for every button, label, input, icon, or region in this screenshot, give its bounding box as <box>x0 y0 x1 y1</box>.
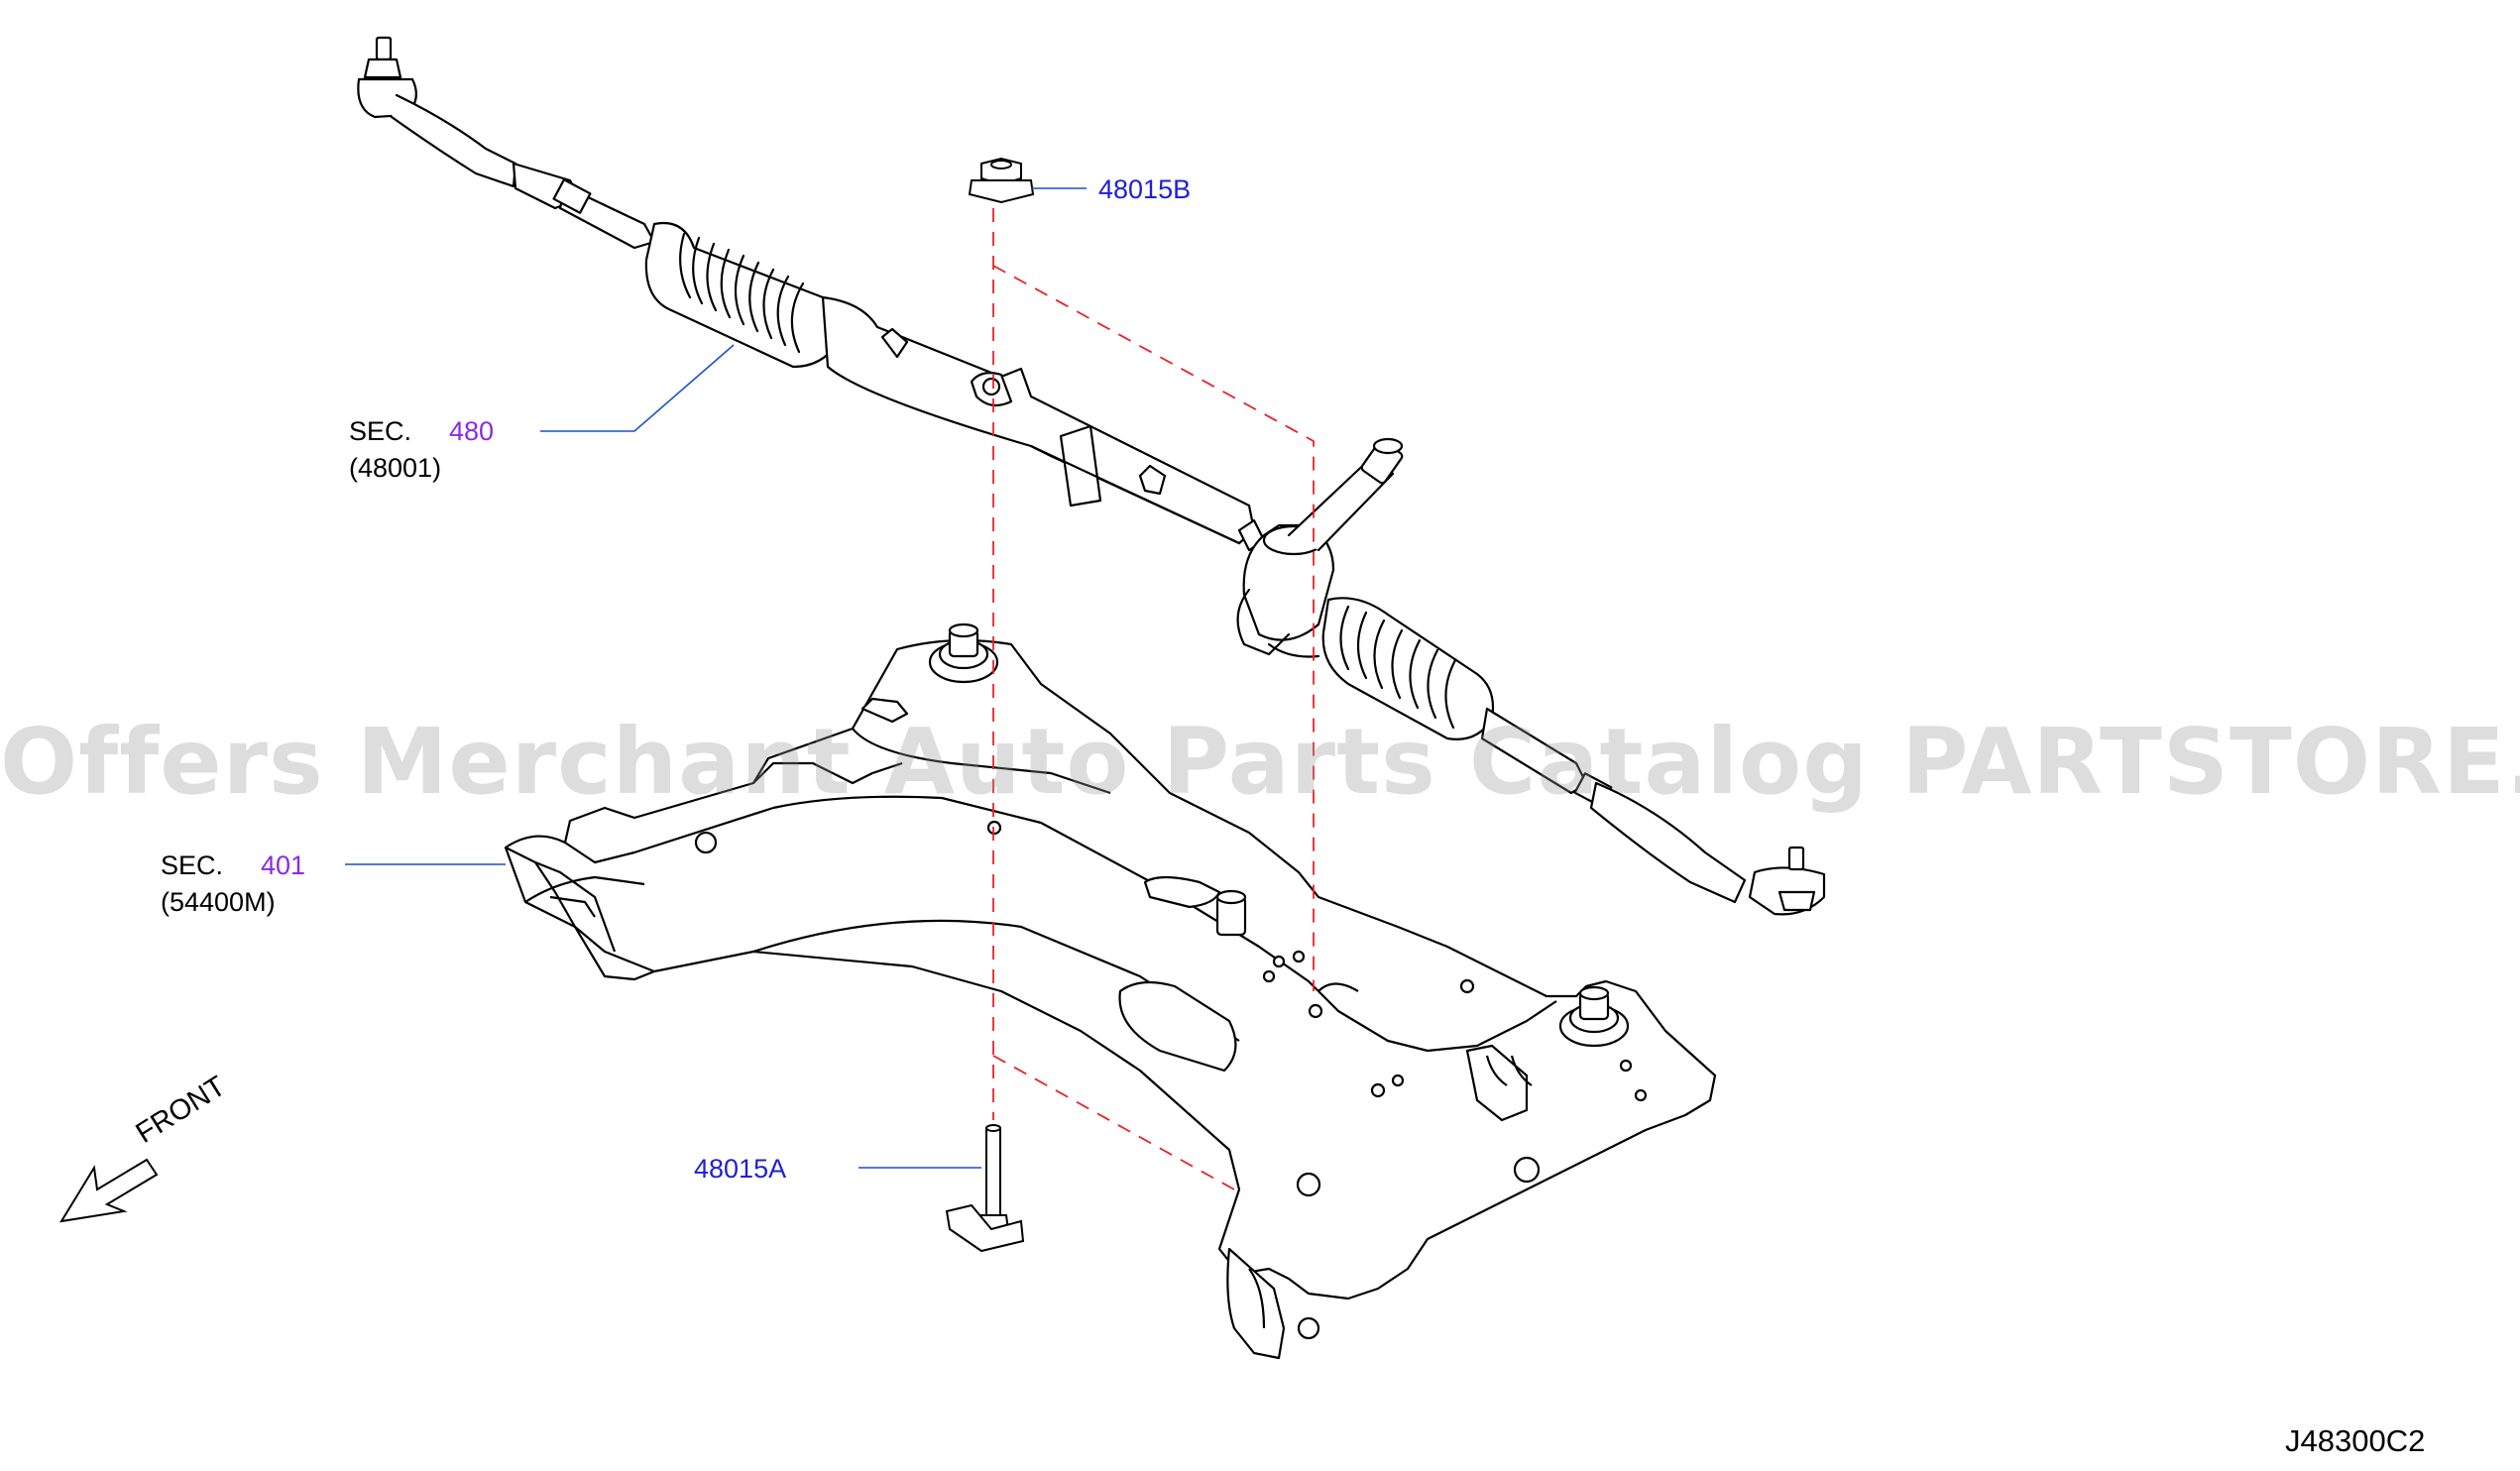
nut-48015b[interactable] <box>968 157 1035 204</box>
diagram-id: J48300C2 <box>2285 1423 2426 1458</box>
bolt-48015a[interactable] <box>945 1124 1025 1253</box>
part-number-48015a[interactable]: 48015A <box>694 1154 787 1184</box>
left-tie-rod-end[interactable] <box>357 36 517 188</box>
alignment-dashed-lines <box>992 208 1315 1190</box>
right-tie-rod[interactable] <box>1480 707 1588 795</box>
right-tie-rod-end[interactable] <box>1589 781 1826 916</box>
sec-480-link[interactable]: 480 <box>449 416 495 446</box>
part-number-48015b[interactable]: 48015B <box>1098 174 1192 204</box>
sec-480-prefix: SEC. <box>349 416 412 446</box>
sec-401-prefix: SEC. <box>161 850 224 880</box>
sec-401-link[interactable]: 401 <box>261 850 306 880</box>
steering-gear-assembly[interactable] <box>357 36 1826 916</box>
left-rack-boot[interactable] <box>644 221 841 369</box>
sec-480-sub: (48001) <box>349 453 442 483</box>
front-suspension-member[interactable] <box>504 622 1717 1360</box>
leader-lines <box>345 187 1087 1169</box>
arrow-down-left-icon <box>59 1158 159 1223</box>
rack-housing[interactable] <box>821 295 1266 552</box>
pinion-valve-body[interactable] <box>1236 437 1404 658</box>
sec-401-sub: (54400M) <box>161 887 276 917</box>
right-rack-boot[interactable] <box>1321 597 1495 740</box>
